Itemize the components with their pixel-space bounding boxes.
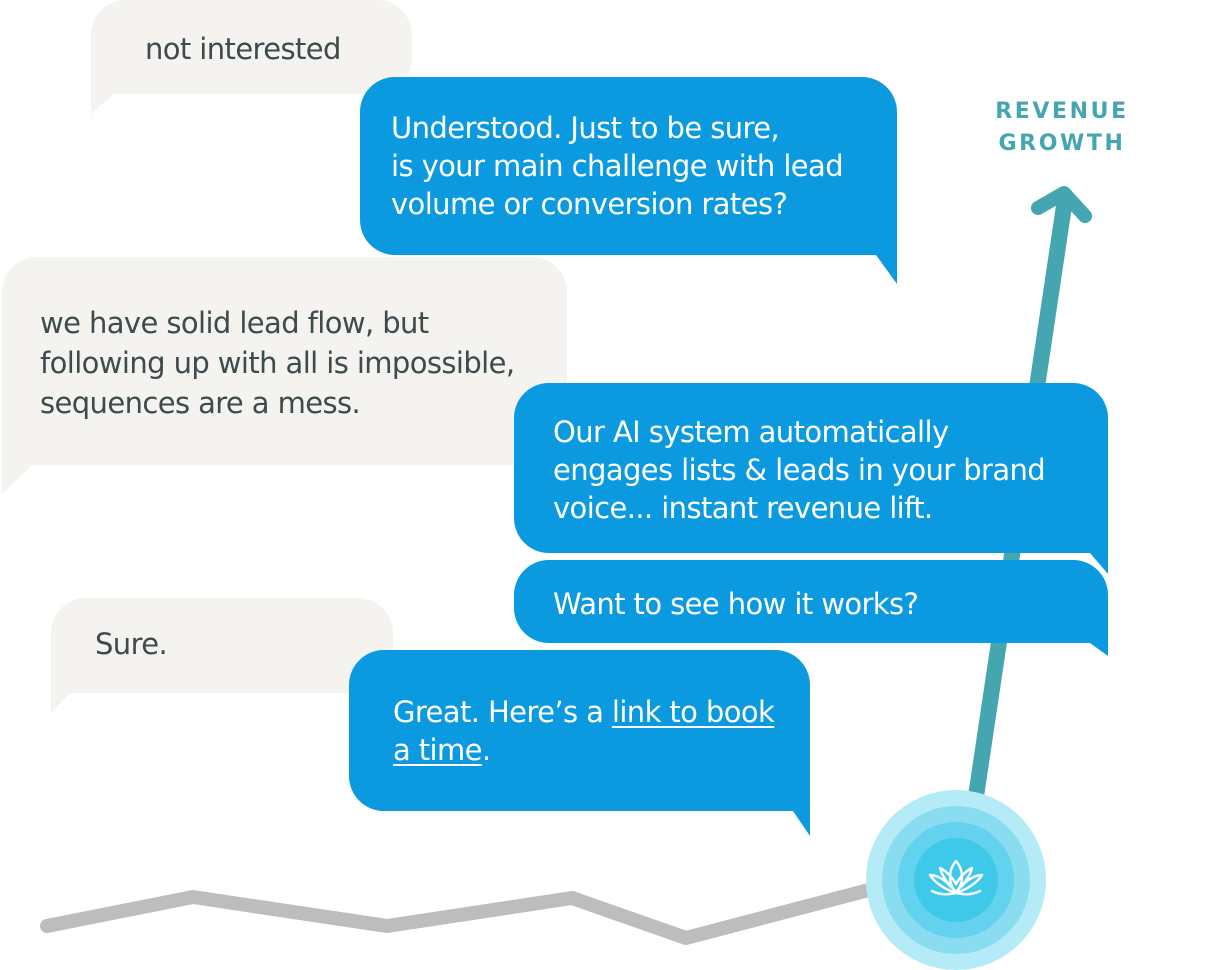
message-agent-4-end: .: [481, 733, 491, 767]
pulse-rings: [866, 790, 1046, 970]
message-agent-3: Want to see how it works?: [553, 587, 919, 621]
lotus-icon: [928, 859, 984, 896]
bubble-shape-agent-2: [514, 383, 1108, 574]
message-prospect-3: Sure.: [95, 627, 168, 661]
bubble-shape-agent-1: [360, 77, 897, 284]
baseline-line: [40, 863, 952, 945]
revenue-growth-label: REVENUE GROWTH: [995, 99, 1129, 156]
book-time-link[interactable]: link to book a time: [393, 695, 775, 767]
bubble-shape-prospect-2: [2, 257, 567, 494]
message-prospect-2: we have solid lead flow, but following u…: [40, 306, 515, 420]
message-agent-2: Our AI system automatically engages list…: [553, 415, 1046, 525]
message-prospect-1: not interested: [145, 32, 341, 66]
bubble-shape-agent-4: [349, 650, 810, 836]
message-agent-4-text: Great. Here’s a: [393, 695, 612, 729]
message-agent-1: Understood. Just to be sure, is your mai…: [391, 111, 844, 221]
message-agent-4: Great. Here’s a link to book a time.: [393, 693, 803, 769]
bubble-shape-agent-3: [514, 560, 1108, 656]
growth-arrow-head: [1031, 186, 1092, 223]
bubble-shape-prospect-3: [51, 598, 393, 713]
bubble-shape-prospect-1: [91, 0, 412, 114]
